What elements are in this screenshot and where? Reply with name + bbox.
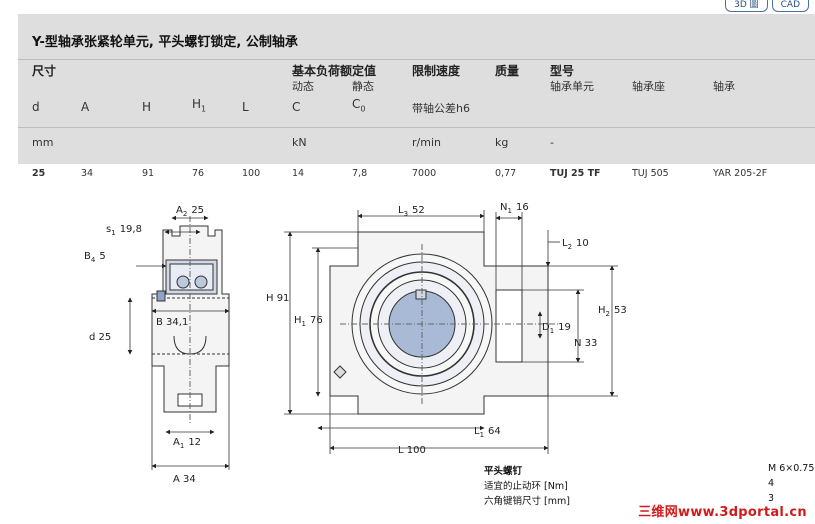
symbol-d: d [32, 100, 40, 114]
symbol-h: H [142, 100, 152, 114]
row-mass: 0,77 [495, 168, 517, 179]
side-dimensions [127, 215, 230, 470]
unit-mm: mm [32, 136, 54, 149]
row-l: 100 [242, 168, 261, 179]
row-h1: 76 [192, 168, 205, 179]
header-dimensions: 尺寸 [32, 64, 57, 78]
unit-dash: - [550, 136, 554, 149]
label-n: N 33 [574, 338, 597, 349]
symbol-l: L [242, 100, 249, 114]
row-h: 91 [142, 168, 155, 179]
header-housing: 轴承座 [632, 80, 665, 93]
symbol-c: C [292, 100, 301, 114]
note-hex-key-value: 3 [768, 493, 775, 504]
row-c0: 7,8 [352, 168, 368, 179]
page-title: Y-型轴承张紧轮单元, 平头螺钉锁定, 公制轴承 [32, 35, 298, 50]
header-dynamic: 动态 [292, 80, 314, 93]
symbol-c0: C0 [352, 97, 366, 114]
symbol-h1: H1 [192, 97, 207, 114]
row-speed: 7000 [412, 168, 437, 179]
header-designation: 型号 [550, 64, 575, 78]
row-unit[interactable]: TUJ 25 TF [550, 168, 601, 179]
unit-kg: kg [495, 136, 509, 149]
row-housing[interactable]: TUJ 505 [632, 168, 669, 179]
label-h: H 91 [266, 293, 289, 304]
unit-rpm: r/min [412, 136, 441, 149]
table-row: 25 34 91 76 100 14 7,8 7000 0,77 TUJ 25 … [18, 164, 815, 182]
header-mass: 质量 [495, 64, 520, 78]
row-c: 14 [292, 168, 305, 179]
3d-button[interactable]: 3D 圖 [725, 0, 768, 12]
top-buttons: 3D 圖 CAD [725, 0, 809, 12]
header-static: 静态 [352, 80, 374, 93]
header-unit: 轴承单元 [550, 80, 594, 93]
row-bearing[interactable]: YAR 205-2F [713, 168, 768, 179]
header-speed: 限制速度 [412, 64, 461, 78]
header-load-ratings: 基本负荷额定值 [292, 64, 377, 78]
row-a: 34 [81, 168, 94, 179]
cad-button[interactable]: CAD [771, 0, 809, 12]
front-dimensions [284, 210, 618, 454]
label-l: L 100 [398, 445, 426, 456]
symbol-a: A [81, 100, 90, 114]
note-torque-label: 适宜的止动环 [Nm] [484, 481, 568, 492]
header-bearing: 轴承 [713, 80, 735, 93]
note-hex-key-label: 六角键销尺寸 [mm] [484, 496, 570, 507]
watermark: 三维网www.3dportal.cn [638, 505, 807, 520]
row-d: 25 [32, 168, 46, 179]
label-b: B 34,1 [156, 317, 188, 328]
note-set-screw-label: 平头螺钉 [484, 466, 523, 477]
label-d: d 25 [89, 332, 111, 343]
speed-note: 带轴公差h6 [412, 102, 470, 115]
divider [18, 127, 815, 128]
note-torque-value: 4 [768, 478, 775, 489]
front-view [329, 231, 560, 415]
side-view [151, 216, 230, 424]
divider [18, 59, 815, 60]
unit-kn: kN [292, 136, 307, 149]
product-table: Y-型轴承张紧轮单元, 平头螺钉锁定, 公制轴承 尺寸 基本负荷额定值 动态 静… [18, 14, 815, 182]
note-set-screw-value: M 6×0.75 [768, 463, 815, 474]
label-a: A 34 [173, 474, 196, 485]
